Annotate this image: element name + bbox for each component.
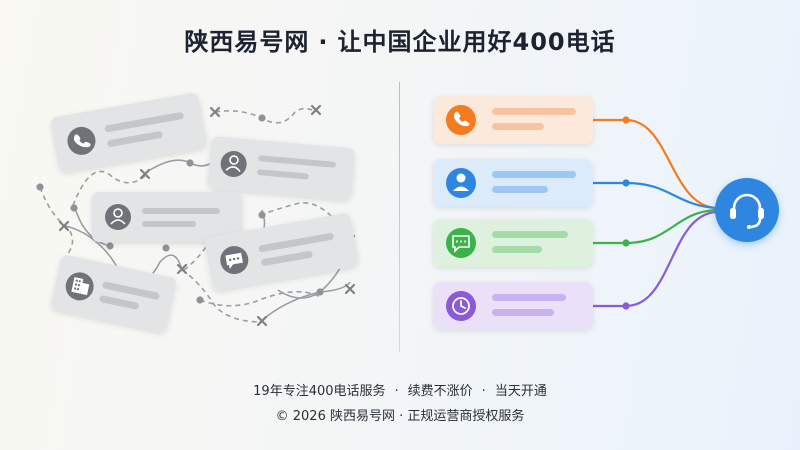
brand-name: 陕西易号网 bbox=[184, 28, 310, 56]
route-line-user bbox=[593, 181, 717, 210]
copyright: © 2026 陕西易号网 · 正规运营商授权服务 bbox=[275, 409, 525, 424]
phone-icon bbox=[453, 111, 470, 127]
chat-icon bbox=[225, 252, 243, 269]
slogan: 让中国企业用好400电话 bbox=[337, 28, 616, 56]
scattered-card-building bbox=[51, 255, 177, 333]
route-nodes bbox=[622, 116, 630, 310]
chaos-illustration bbox=[36, 93, 359, 333]
route-lines bbox=[593, 118, 717, 308]
service-card-chat bbox=[433, 219, 593, 267]
feature-years: 19年专注400电话服务 bbox=[253, 384, 386, 399]
user-icon bbox=[225, 155, 241, 173]
route-line-clock bbox=[593, 210, 717, 308]
chat-icon bbox=[452, 235, 470, 253]
title-separator: · bbox=[318, 28, 329, 56]
organized-illustration bbox=[433, 96, 779, 330]
phone-icon bbox=[73, 134, 91, 148]
route-line-chat bbox=[593, 208, 717, 245]
headset-icon bbox=[730, 193, 764, 229]
service-card-phone bbox=[433, 96, 593, 144]
scattered-card-user-2 bbox=[92, 192, 242, 242]
feature-renewal: 续费不涨价 bbox=[407, 384, 473, 399]
scattered-card-phone bbox=[51, 93, 207, 173]
scattered-card-user-1 bbox=[208, 136, 355, 200]
feature-separator: · bbox=[394, 384, 399, 399]
building-icon bbox=[71, 277, 90, 296]
scattered-card-chat bbox=[205, 213, 359, 291]
service-card-clock bbox=[433, 282, 593, 330]
clock-icon bbox=[452, 297, 470, 315]
page-title: 陕西易号网 · 让中国企业用好400电话 bbox=[0, 22, 800, 57]
feature-separator: · bbox=[481, 384, 486, 399]
feature-same-day: 当天开通 bbox=[494, 384, 547, 399]
user-icon bbox=[453, 173, 469, 191]
features-line: 19年专注400电话服务 · 续费不涨价 · 当天开通 bbox=[0, 380, 800, 399]
route-line-phone bbox=[593, 118, 717, 210]
service-card-user bbox=[433, 159, 593, 207]
center-divider bbox=[399, 82, 400, 352]
customer-service-hub bbox=[715, 178, 779, 242]
